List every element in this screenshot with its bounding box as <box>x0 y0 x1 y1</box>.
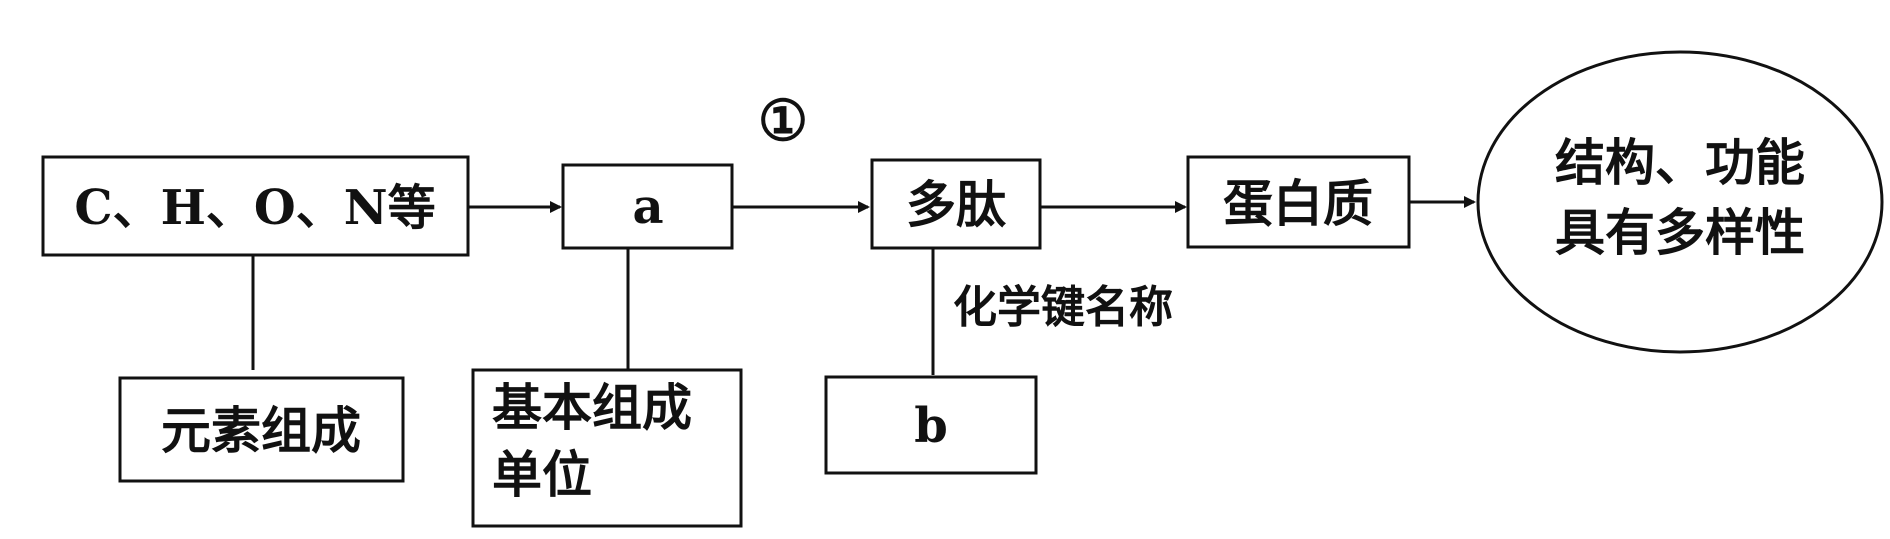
unit-a-label: a <box>632 179 663 235</box>
basic-unit-box <box>471 368 743 528</box>
basic-unit-line-1: 基本组成 <box>492 378 692 437</box>
elements-box <box>41 155 470 257</box>
basic-unit-line-2: 单位 <box>492 445 592 504</box>
bond-b-label: b <box>914 398 948 454</box>
bond-name-label: 化学键名称 <box>953 282 1173 333</box>
bond-b-box <box>824 375 1038 475</box>
elements-label: C、H、O、N等 <box>74 180 435 236</box>
protein-box <box>1186 155 1411 249</box>
step-marker: ① <box>758 88 808 154</box>
unit-a-box <box>561 163 734 250</box>
diversity-line-2: 具有多样性 <box>1555 203 1805 262</box>
diversity-line-1: 结构、功能 <box>1555 133 1805 192</box>
polypeptide-label: 多肽 <box>906 175 1007 234</box>
polypeptide-box <box>870 158 1042 250</box>
element-composition-label: 元素组成 <box>161 401 361 460</box>
diversity-ellipse <box>1476 50 1884 354</box>
protein-label: 蛋白质 <box>1223 174 1373 233</box>
element-composition-box <box>118 376 405 483</box>
